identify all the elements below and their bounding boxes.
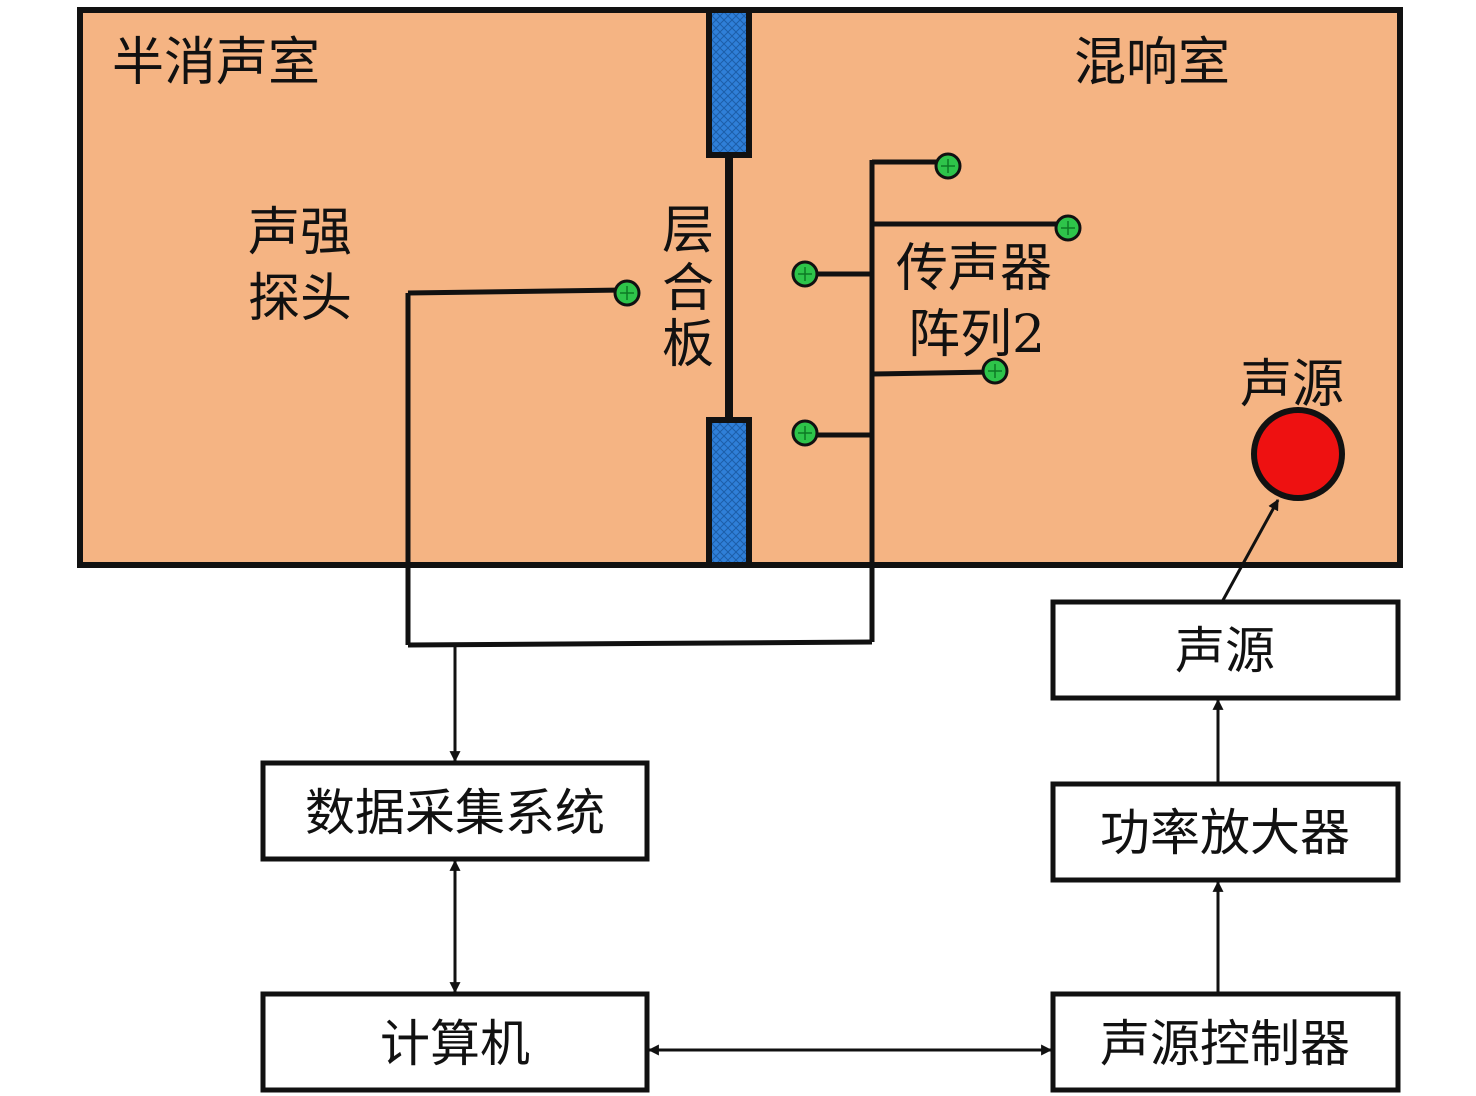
computer-box-label: 计算机 (380, 1015, 530, 1073)
reverb-room-label: 混响室 (1074, 33, 1230, 93)
sound-source-label: 声源 (1240, 355, 1344, 415)
partition-block-bottom (706, 417, 752, 568)
source-box-label: 声源 (1175, 622, 1275, 680)
microphone-sensor (791, 419, 819, 447)
controller-box-label: 声源控制器 (1100, 1015, 1350, 1073)
sound-source-circle (1251, 407, 1345, 501)
intensity-probe-wiring (405, 287, 873, 648)
probe-label-line2: 探头 (248, 269, 352, 329)
partition-block-top (706, 7, 752, 158)
microphone-sensor (791, 260, 819, 288)
anechoic-room-label: 半消声室 (112, 33, 320, 93)
microphone-sensor (1054, 214, 1082, 242)
daq-box (260, 760, 650, 862)
panel-label-char3: 板 (662, 315, 714, 375)
amplifier-box-label: 功率放大器 (1100, 804, 1350, 862)
array-label-line2: 阵列2 (908, 305, 1045, 365)
source-box (1050, 599, 1401, 701)
daq-box-label: 数据采集系统 (305, 784, 605, 842)
microphone-sensor (934, 152, 962, 180)
panel-label-char2: 合 (662, 259, 714, 319)
amplifier-box (1050, 781, 1401, 883)
controller-box (1050, 991, 1401, 1093)
microphone-sensor (981, 357, 1009, 385)
probe-label-line1: 声强 (248, 203, 352, 263)
sensor-dots (613, 152, 1082, 447)
computer-box (260, 991, 650, 1093)
intensity-probe-sensor (613, 279, 641, 307)
array-label-line1: 传声器 (896, 239, 1052, 299)
arrow-source-box-to-speaker (1220, 499, 1280, 603)
panel-label-char1: 层 (662, 201, 714, 261)
